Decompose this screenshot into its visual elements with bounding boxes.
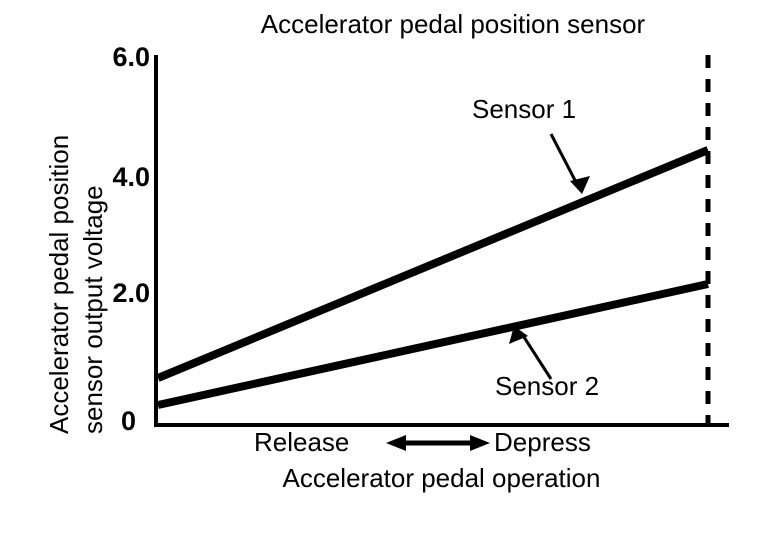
y-tick-label-6: 6.0	[112, 42, 150, 72]
chart-title: Accelerator pedal position sensor	[260, 9, 646, 39]
sensor-2-annotation-arrow	[509, 326, 553, 380]
y-tick-label-0: 0	[120, 406, 136, 436]
y-tick-label-2: 2.0	[112, 278, 150, 308]
x-axis-direction-release: Release	[254, 427, 350, 457]
series-line-sensor-2	[157, 280, 709, 409]
pedal-operation-double-arrow	[386, 435, 490, 451]
y-tick-label-4: 4.0	[112, 162, 150, 192]
x-axis-direction-depress: Depress	[494, 427, 591, 457]
series-line-sensor-1	[156, 146, 710, 382]
series-label-sensor-1: Sensor 1	[472, 94, 577, 124]
x-axis-label: Accelerator pedal operation	[282, 463, 601, 493]
sensor-1-annotation-arrow	[549, 133, 590, 194]
series-label-sensor-2: Sensor 2	[495, 371, 600, 401]
